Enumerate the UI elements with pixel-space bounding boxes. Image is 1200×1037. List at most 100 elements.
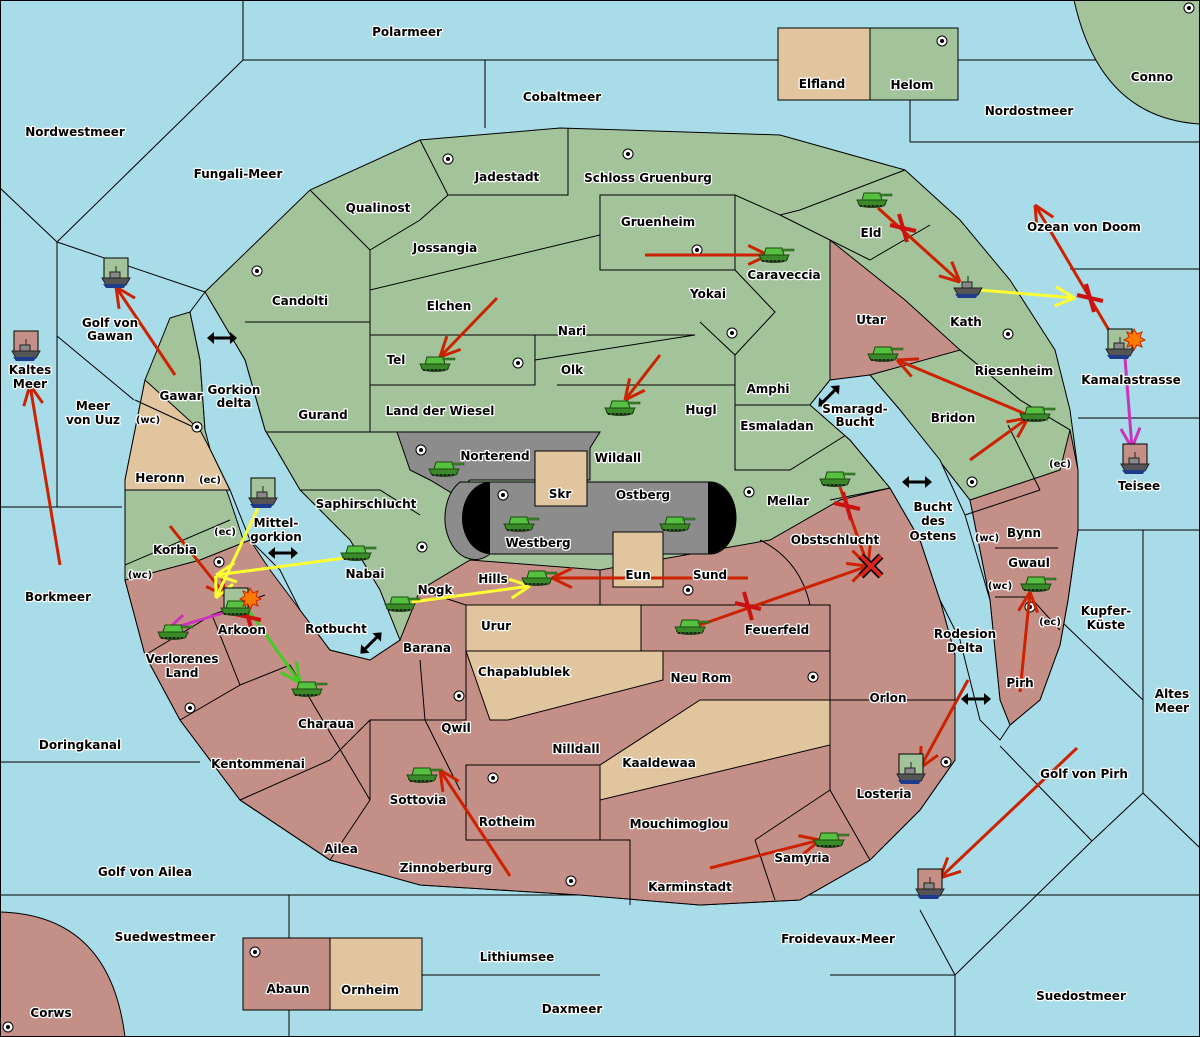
land-label-losteria[interactable]: Losteria [855,786,913,803]
sea-label-smaragd[interactable]: Smaragd- [821,401,889,418]
land-label-eld[interactable]: Eld [859,225,882,242]
land-label-ostberg[interactable]: Ostberg [615,487,672,504]
land-label-jadestadt[interactable]: Jadestadt [472,169,540,186]
land-label-nari[interactable]: Nari [557,323,588,340]
sea-label-altes[interactable]: Altes [1154,686,1191,703]
sea-label-meer[interactable]: Meer [12,376,49,393]
sea-label-nordostmeer[interactable]: Nordostmeer [983,103,1074,120]
sea-label-borkmeer[interactable]: Borkmeer [24,589,93,606]
land-label-obstschlucht[interactable]: Obstschlucht [789,532,880,549]
sea-label-golf-von-ailea[interactable]: Golf von Ailea [97,864,194,881]
land-label-hills[interactable]: Hills [477,571,509,588]
land-label-esmaladan[interactable]: Esmaladan [739,418,815,435]
land-label-orlon[interactable]: Orlon [868,690,908,707]
land-label-abaun[interactable]: Abaun [265,981,311,998]
sea-label-polarmeer[interactable]: Polarmeer [371,24,443,41]
land-label-urur[interactable]: Urur [480,618,513,635]
land-label-kath[interactable]: Kath [949,314,983,331]
sea-label-nordwestmeer[interactable]: Nordwestmeer [24,124,126,141]
land-label-candolti[interactable]: Candolti [271,293,330,310]
land-label-elfland[interactable]: Elfland [798,76,847,93]
land-label-wc[interactable]: (wc) [127,569,154,583]
fleet-ship-icon[interactable] [896,753,926,785]
sea-label-von-uuz[interactable]: von Uuz [65,412,122,429]
sea-label-delta[interactable]: delta [215,395,252,412]
sea-label-k-ste[interactable]: Küste [1085,617,1126,634]
sea-label-meer[interactable]: Meer [1154,700,1191,717]
land-label-ailea[interactable]: Ailea [323,841,359,858]
land-label-bridon[interactable]: Bridon [929,410,976,427]
sea-label-ozean-von-doom[interactable]: Ozean von Doom [1026,219,1142,236]
land-label-land[interactable]: Land [164,665,199,682]
land-label-jossangia[interactable]: Jossangia [411,240,479,257]
land-label-wc[interactable]: (wc) [974,532,1001,546]
land-label-nabai[interactable]: Nabai [344,566,385,583]
land-label-barana[interactable]: Barana [402,640,452,657]
land-label-schloss-gruenburg[interactable]: Schloss Gruenburg [583,170,713,187]
land-label-sottovia[interactable]: Sottovia [388,792,447,809]
land-label-caraveccia[interactable]: Caraveccia [746,267,822,284]
land-label-qwil[interactable]: Qwil [440,720,472,737]
land-label-yokai[interactable]: Yokai [688,286,728,303]
army-tank-icon[interactable] [220,586,263,617]
sea-label-des[interactable]: des [920,513,946,530]
land-label-sund[interactable]: Sund [692,567,729,584]
land-label-hugl[interactable]: Hugl [684,402,718,419]
land-label-chapablublek[interactable]: Chapablublek [477,664,573,681]
sea-label-gorkion[interactable]: Gorkion [206,382,261,399]
fleet-ship-icon[interactable] [1120,443,1150,475]
land-label-qualinost[interactable]: Qualinost [344,200,411,217]
sea-label-daxmeer[interactable]: Daxmeer [541,1001,604,1018]
land-label-kentommenai[interactable]: Kentommenai [210,756,306,773]
fleet-ship-icon[interactable] [1105,327,1147,360]
sea-label-kamalastrasse[interactable]: Kamalastrasse [1080,372,1182,389]
land-label-rotheim[interactable]: Rotheim [477,814,536,831]
sea-label-rotbucht[interactable]: Rotbucht [304,621,369,638]
fleet-ship-icon[interactable] [248,477,278,509]
sea-label-fungali-meer[interactable]: Fungali-Meer [192,166,283,183]
land-label-verlorenes[interactable]: Verlorenes [144,651,219,668]
land-label-skr[interactable]: Skr [547,486,572,503]
sea-label-delta[interactable]: Delta [946,640,985,657]
land-label-bynn[interactable]: Bynn [1006,525,1043,542]
land-label-olk[interactable]: Olk [560,362,586,379]
sea-label-suedwestmeer[interactable]: Suedwestmeer [113,929,216,946]
sea-label-bucht[interactable]: Bucht [834,414,876,431]
land-label-elchen[interactable]: Elchen [425,298,472,315]
land-label-wildall[interactable]: Wildall [594,450,643,467]
land-label-samyria[interactable]: Samyria [773,850,831,867]
fleet-ship-icon[interactable] [915,868,945,900]
sea-label-golf-von-pirh[interactable]: Golf von Pirh [1039,766,1129,783]
sea-label-bucht[interactable]: Bucht [912,499,954,516]
land-label-arkoon[interactable]: Arkoon [217,622,267,639]
land-label-heronn[interactable]: Heronn [134,470,186,487]
sea-label-lithiumsee[interactable]: Lithiumsee [478,949,555,966]
sea-label-doringkanal[interactable]: Doringkanal [38,737,123,754]
land-label-karminstadt[interactable]: Karminstadt [647,879,734,896]
land-label-mellar[interactable]: Mellar [766,493,811,510]
land-label-neu-rom[interactable]: Neu Rom [669,670,732,687]
sea-label-suedostmeer[interactable]: Suedostmeer [1035,988,1127,1005]
land-label-pirh[interactable]: Pirh [1005,675,1035,692]
land-label-riesenheim[interactable]: Riesenheim [973,363,1054,380]
land-label-korbia[interactable]: Korbia [152,542,199,559]
fleet-ship-icon[interactable] [101,257,131,289]
sea-label-golf-von[interactable]: Golf von [81,315,140,332]
land-label-zinnoberburg[interactable]: Zinnoberburg [399,860,494,877]
land-label-saphirschlucht[interactable]: Saphirschlucht [314,496,418,513]
land-label-mouchimoglou[interactable]: Mouchimoglou [628,816,729,833]
sea-label-ostens[interactable]: Ostens [908,528,957,545]
sea-label-kaltes[interactable]: Kaltes [7,362,52,379]
land-label-ec[interactable]: (ec) [198,474,222,488]
sea-label-cobaltmeer[interactable]: Cobaltmeer [522,89,603,106]
land-label-wc[interactable]: (wc) [987,580,1014,594]
land-label-ornheim[interactable]: Ornheim [340,982,400,999]
land-label-utar[interactable]: Utar [855,312,887,329]
land-label-gwaul[interactable]: Gwaul [1007,555,1051,572]
land-label-conno[interactable]: Conno [1130,69,1175,86]
sea-label-rodesion[interactable]: Rodesion [933,626,998,643]
land-label-corws[interactable]: Corws [29,1005,73,1022]
land-label-gruenheim[interactable]: Gruenheim [620,214,697,231]
land-label-westberg[interactable]: Westberg [504,535,572,552]
land-label-helom[interactable]: Helom [889,77,935,94]
